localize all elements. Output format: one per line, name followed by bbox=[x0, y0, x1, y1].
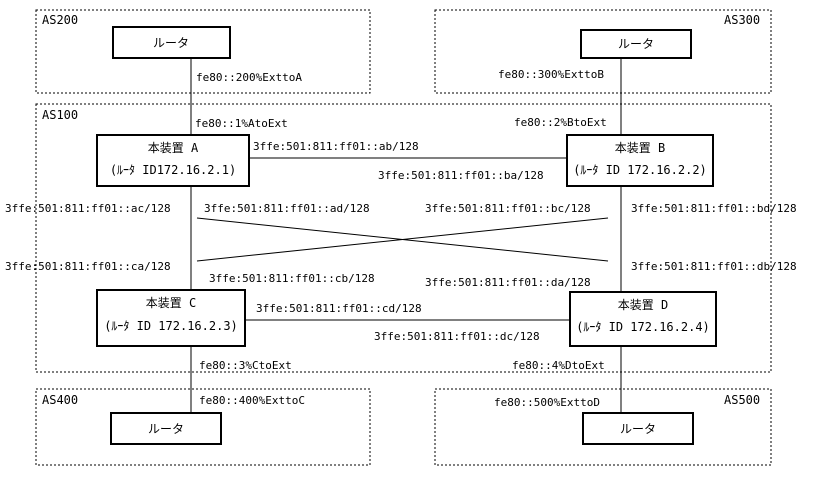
device-d-name: 本装置 D bbox=[618, 298, 668, 312]
as100-label: AS100 bbox=[42, 108, 78, 122]
addr-ca: 3ffe:501:811:ff01::ca/128 bbox=[5, 260, 171, 273]
device-c-name: 本装置 C bbox=[146, 296, 196, 310]
router-as500: ルータ bbox=[582, 412, 694, 445]
addr-d-to-ext: fe80::4%DtoExt bbox=[512, 359, 605, 372]
as400-label: AS400 bbox=[42, 393, 78, 407]
device-b-router-id: (ﾙｰﾀ ID 172.16.2.2) bbox=[573, 163, 707, 177]
addr-b-to-ext: fe80::2%BtoExt bbox=[514, 116, 607, 129]
router-as200: ルータ bbox=[112, 26, 231, 59]
device-b: 本装置 B (ﾙｰﾀ ID 172.16.2.2) bbox=[566, 134, 714, 187]
as300-area bbox=[434, 9, 772, 94]
addr-as300-ext: fe80::300%ExttoB bbox=[498, 68, 604, 81]
as400-area bbox=[35, 388, 371, 466]
addr-ac: 3ffe:501:811:ff01::ac/128 bbox=[5, 202, 171, 215]
device-d: 本装置 D (ﾙｰﾀ ID 172.16.2.4) bbox=[569, 291, 717, 347]
addr-da: 3ffe:501:811:ff01::da/128 bbox=[425, 276, 591, 289]
addr-ba: 3ffe:501:811:ff01::ba/128 bbox=[378, 169, 544, 182]
addr-cb: 3ffe:501:811:ff01::cb/128 bbox=[209, 272, 375, 285]
addr-as500-ext: fe80::500%ExttoD bbox=[494, 396, 600, 409]
router-as400-label: ルータ bbox=[148, 422, 184, 436]
as200-label: AS200 bbox=[42, 13, 78, 27]
router-as400: ルータ bbox=[110, 412, 222, 445]
device-d-router-id: (ﾙｰﾀ ID 172.16.2.4) bbox=[576, 320, 710, 334]
addr-c-to-ext: fe80::3%CtoExt bbox=[199, 359, 292, 372]
addr-bd: 3ffe:501:811:ff01::bd/128 bbox=[631, 202, 797, 215]
addr-dc: 3ffe:501:811:ff01::dc/128 bbox=[374, 330, 540, 343]
addr-cd: 3ffe:501:811:ff01::cd/128 bbox=[256, 302, 422, 315]
link-b-c bbox=[196, 217, 609, 262]
addr-as200-ext: fe80::200%ExttoA bbox=[196, 71, 302, 84]
addr-db: 3ffe:501:811:ff01::db/128 bbox=[631, 260, 797, 273]
addr-ad: 3ffe:501:811:ff01::ad/128 bbox=[204, 202, 370, 215]
device-a: 本装置 A (ﾙｰﾀ ID172.16.2.1) bbox=[96, 134, 250, 187]
device-a-name: 本装置 A bbox=[148, 141, 199, 155]
addr-ab: 3ffe:501:811:ff01::ab/128 bbox=[253, 140, 419, 153]
as200-area bbox=[35, 9, 371, 94]
as500-label: AS500 bbox=[724, 393, 760, 407]
device-a-router-id: (ﾙｰﾀ ID172.16.2.1) bbox=[110, 163, 236, 177]
as500-area bbox=[434, 388, 772, 466]
router-as300-label: ルータ bbox=[618, 37, 654, 51]
device-b-name: 本装置 B bbox=[615, 141, 665, 155]
as100-area bbox=[35, 103, 772, 373]
device-c-router-id: (ﾙｰﾀ ID 172.16.2.3) bbox=[104, 319, 238, 333]
router-as300: ルータ bbox=[580, 29, 692, 59]
router-as200-label: ルータ bbox=[153, 36, 189, 50]
addr-bc: 3ffe:501:811:ff01::bc/128 bbox=[425, 202, 591, 215]
addr-as400-ext: fe80::400%ExttoC bbox=[199, 394, 305, 407]
as300-label: AS300 bbox=[724, 13, 760, 27]
addr-a-to-ext: fe80::1%AtoExt bbox=[195, 117, 288, 130]
device-c: 本装置 C (ﾙｰﾀ ID 172.16.2.3) bbox=[96, 289, 246, 347]
router-as500-label: ルータ bbox=[620, 422, 656, 436]
